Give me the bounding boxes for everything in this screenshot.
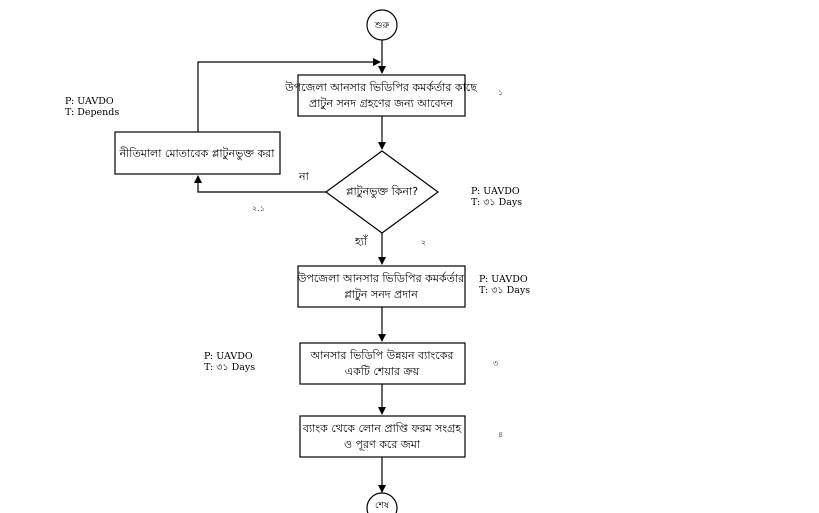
side-step-time: T: Depends (65, 107, 119, 118)
no-label: না (298, 170, 310, 183)
step2-time: T: ৩১ Days (479, 285, 530, 296)
step4-line1: ব্যাংক থেকে লোন প্রাপ্তি ফরম সংগ্রহ (302, 422, 463, 435)
end-node: শেষ (366, 492, 398, 513)
side-step-label: নীতিমালা মোতাবেক প্লাটুনভুক্ত করা (119, 147, 276, 160)
side-process-step: নীতিমালা মোতাবেক প্লাটুনভুক্ত করা (114, 131, 281, 175)
process-step-2: উপজেলা আনসার ভিডিপির কমর্কর্তার প্লাটুন … (297, 265, 466, 308)
connector-loop-back (197, 58, 381, 132)
start-label: শুরু (374, 21, 391, 31)
step2-performer: P: UAVDO (479, 274, 528, 285)
step3-line1: আনসার ভিডিপি উন্নয়ন ব্যাংকের (310, 349, 455, 362)
end-label: শেষ (375, 501, 390, 511)
step2-line1: উপজেলা আনসার ভিডিপির কমর্কর্তার (297, 272, 465, 285)
decision-performer: P: UAVDO (471, 186, 520, 197)
step4-number: ৪ (498, 430, 503, 439)
start-node: শুরু (366, 9, 398, 41)
step3-line2: একটি শেয়ার ক্রয় (345, 365, 420, 378)
step3-time: T: ৩১ Days (204, 362, 255, 373)
decision-node: প্লাটুনভুক্ত কিনা? (324, 150, 440, 234)
step2-line2: প্লাটুন সনদ প্রদান (344, 288, 418, 301)
step3-number: ৩ (493, 359, 498, 368)
decision-label: প্লাটুনভুক্ত কিনা? (346, 185, 418, 198)
step4-line2: ও পূরণ করে জমা (344, 438, 421, 451)
step1-number: ১ (498, 88, 503, 97)
step1-line1: উপজেলা আনসার ভিডিপির কমর্কর্তার কাছে (284, 81, 478, 94)
step1-line2: প্রাটুন সনদ গ্রহণের জন্য আবেদন (309, 97, 453, 110)
decision-time: T: ৩১ Days (471, 197, 522, 208)
process-step-3: আনসার ভিডিপি উন্নয়ন ব্যাংকের একটি শেয়া… (299, 342, 466, 385)
process-step-4: ব্যাংক থেকে লোন প্রাপ্তি ফরম সংগ্রহ ও পূ… (299, 415, 466, 458)
decision-number: ২ (421, 238, 426, 247)
connector-no-branch (194, 175, 326, 193)
step3-performer: P: UAVDO (204, 351, 253, 362)
side-step-performer: P: UAVDO (65, 96, 114, 107)
yes-label: হ্যাঁ (354, 234, 368, 248)
no-branch-number: ২.১ (252, 204, 265, 213)
process-step-1: উপজেলা আনসার ভিডিপির কমর্কর্তার কাছে প্র… (284, 74, 478, 117)
